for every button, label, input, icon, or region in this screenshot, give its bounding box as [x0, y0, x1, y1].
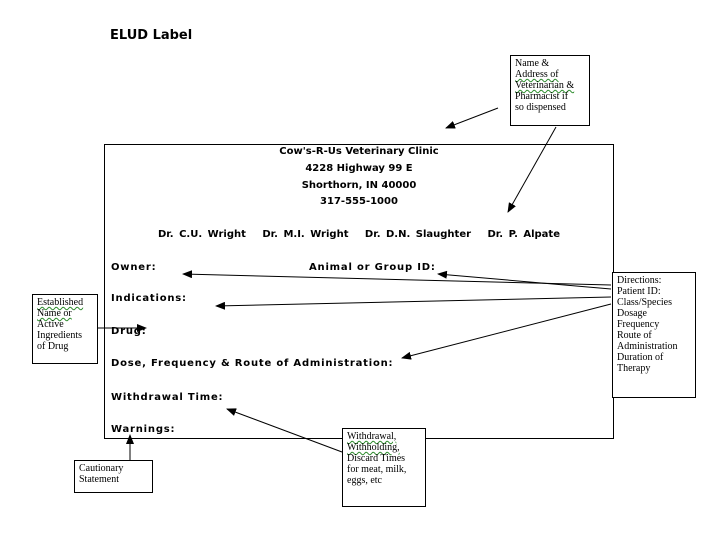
- withdrawal-times-note: Withdrawal, Withholding, Discard Times f…: [342, 428, 426, 507]
- cautionary-statement-note: Cautionary Statement: [74, 460, 153, 493]
- dose-arrow: [401, 303, 612, 360]
- note-line: Dosage: [617, 308, 647, 319]
- note-line: Withdrawal,: [347, 431, 397, 442]
- note-line: Cautionary: [79, 463, 124, 474]
- note-line: Patient ID:: [617, 286, 661, 297]
- clinic-phone: 317-555-1000: [320, 196, 398, 207]
- note-line: for meat, milk,: [347, 464, 407, 475]
- note-line: Therapy: [617, 363, 651, 374]
- withdrawal-arrow: [226, 408, 343, 453]
- animal-id-field: Animal or Group ID:: [309, 262, 436, 273]
- note-line: Administration: [617, 341, 678, 352]
- vet-name-note: Name & Address of Veterinarian & Pharmac…: [510, 55, 590, 126]
- note-line: Name or: [37, 308, 72, 319]
- page-title: ELUD Label: [110, 28, 193, 43]
- note-line: of Drug: [37, 341, 69, 352]
- dose-field: Dose, Frequency & Route of Administratio…: [111, 358, 394, 369]
- note-line: Address of: [515, 69, 559, 80]
- note-line: Established: [37, 297, 84, 308]
- note-line: Withholding,: [347, 442, 400, 453]
- indications-arrow: [215, 296, 612, 310]
- note-line: Discard Times: [347, 453, 406, 464]
- owner-field: Owner:: [111, 262, 157, 273]
- clinic-name: Cow's-R-Us Veterinary Clinic: [279, 146, 439, 157]
- note-line: eggs, etc: [347, 475, 382, 486]
- animal-id-arrow: [437, 270, 612, 290]
- warnings-field: Warnings:: [111, 424, 176, 435]
- doctor-name: Dr. C.U. Wright: [158, 229, 246, 240]
- note-line: Name &: [515, 58, 550, 69]
- note-line: Route of: [617, 330, 652, 341]
- note-line: Ingredients: [37, 330, 82, 341]
- note-line: Statement: [79, 474, 119, 485]
- note-line: Class/Species: [617, 297, 672, 308]
- clinic-address: 4228 Highway 99 E: [305, 163, 413, 174]
- note-line: so dispensed: [515, 102, 566, 113]
- note-line: Active: [37, 319, 64, 330]
- doctor-list: Dr. C.U. Wright Dr. M.I. Wright Dr. D.N.…: [104, 229, 614, 240]
- doctor-name: Dr. P. Alpate: [487, 229, 560, 240]
- note-line: Frequency: [617, 319, 660, 330]
- note-line: Directions:: [617, 275, 662, 286]
- withdrawal-field: Withdrawal Time:: [111, 392, 224, 403]
- doctor-name: Dr. M.I. Wright: [262, 229, 349, 240]
- indications-field: Indications:: [111, 293, 187, 304]
- note-line: Pharmacist if: [515, 91, 569, 102]
- note-line: Duration of: [617, 352, 664, 363]
- clinic-city: Shorthorn, IN 40000: [301, 180, 417, 191]
- vet-name-arrow: [445, 107, 499, 129]
- vet-address-arrow: [507, 126, 557, 213]
- established-name-note: Established Name or Active Ingredients o…: [32, 294, 98, 364]
- doctor-name: Dr. D.N. Slaughter: [364, 229, 472, 240]
- drug-field: Drug:: [111, 326, 147, 337]
- directions-note: Directions: Patient ID: Class/Species Do…: [612, 272, 696, 398]
- note-line: Veterinarian &: [515, 80, 575, 91]
